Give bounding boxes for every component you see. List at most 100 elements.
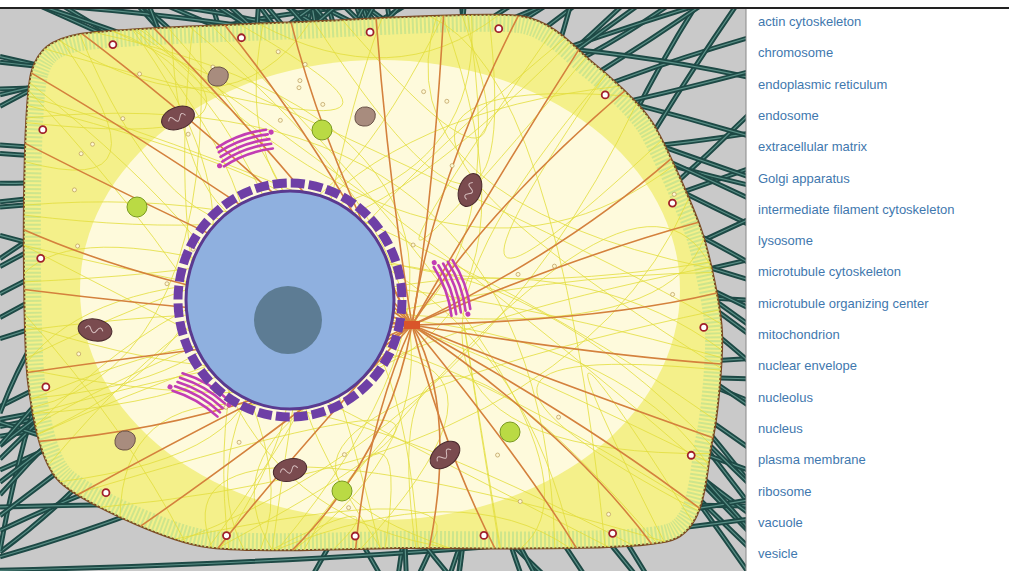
vesicle [109,41,116,48]
mitochondrion [158,102,197,134]
mitochondrion [271,455,310,485]
microtubule [412,325,700,508]
vesicle [37,255,44,262]
vesicle [602,91,609,98]
term-label: extracellular matrix [758,139,867,155]
vesicle [42,383,49,390]
lysosome [115,431,135,450]
term-label: vesicle [758,546,798,562]
microtubule [412,325,495,548]
term-label: mitochondrion [758,327,840,343]
lysosome [355,107,375,126]
cell-body [24,15,722,551]
ribosome [121,117,125,121]
ribosome [278,118,282,122]
vesicle [495,25,502,32]
intermediate-filament [462,74,710,453]
intermediate-filament [537,364,721,511]
ribosome [672,192,676,196]
ribosome [496,453,500,457]
intermediate-filament [28,96,716,421]
ribosome [303,62,307,66]
vesicle [688,452,695,459]
microtubule [412,91,625,325]
vesicle [223,532,230,539]
intermediate-filament [342,15,487,138]
intermediate-filament [144,29,674,228]
term-label: vacuole [758,515,803,531]
vacuole [127,197,147,217]
microtubule [412,325,576,548]
ribosome [342,453,346,457]
vesicle [669,200,676,207]
intermediate-filament [26,113,555,548]
vacuole [500,422,520,442]
ribosome [76,244,80,248]
vesicle [367,29,374,36]
ribosome [411,243,415,247]
term-label: Golgi apparatus [758,171,850,187]
top-rule [0,7,1009,9]
microtubule [412,222,699,325]
term-label: chromosome [758,45,833,61]
ribosome [557,415,561,419]
intermediate-filament [409,376,657,548]
nucleus [186,191,394,409]
ribosome [516,272,520,276]
ribosome [298,79,302,83]
intermediate-filament [58,22,310,89]
vesicle [480,532,487,539]
centrosome [404,321,420,329]
microtubule [412,16,518,325]
term-list: actin cytoskeleton chromosome endoplasmic … [754,0,1009,571]
term-label: endoplasmic reticulum [758,77,887,93]
intermediate-filament [275,512,570,550]
ribosome [276,50,280,54]
microtubule [412,325,440,548]
term-label: actin cytoskeleton [758,14,861,30]
ribosome [321,102,325,106]
term-label: endosome [758,108,819,124]
ribosome [450,164,454,168]
ribosome [637,95,641,99]
ribosome [72,188,76,192]
ribosome [138,72,142,76]
intermediate-filament [180,103,637,541]
ribosome [347,506,351,510]
endoplasmic-reticulum [178,183,402,417]
ribosome [297,86,301,90]
mitochondrion [454,170,486,209]
nucleolus [254,286,322,354]
matrix-ground [0,9,746,571]
ribosome [165,282,169,286]
vesicle [609,530,616,537]
term-label: intermediate filament cytoskeleton [758,202,955,218]
cytoplasm [24,15,722,551]
intermediate-filament [314,15,495,184]
vesicle [700,324,707,331]
vacuole [312,120,332,140]
term-label: nucleolus [758,390,813,406]
intermediate-filament [271,516,357,550]
frame-edge [746,9,747,571]
ribosome [77,352,81,356]
ribosome [552,264,556,268]
vacuole [332,481,352,501]
ribosome [79,152,83,156]
ribosome [186,132,190,136]
vesicle [39,126,46,133]
term-label: microtubule organizing center [758,296,929,312]
lysosome [208,67,228,86]
ribosome [237,440,241,444]
term-label: nucleus [758,421,803,437]
term-label: lysosome [758,233,813,249]
term-label: plasma membrane [758,452,866,468]
term-label: nuclear envelope [758,358,857,374]
golgi-stack [431,253,475,322]
vesicle [102,489,109,496]
ribosome [91,142,95,146]
vesicle [352,533,359,540]
ribosome [518,499,522,503]
ribosome [671,292,675,296]
mitochondrion [76,316,113,344]
